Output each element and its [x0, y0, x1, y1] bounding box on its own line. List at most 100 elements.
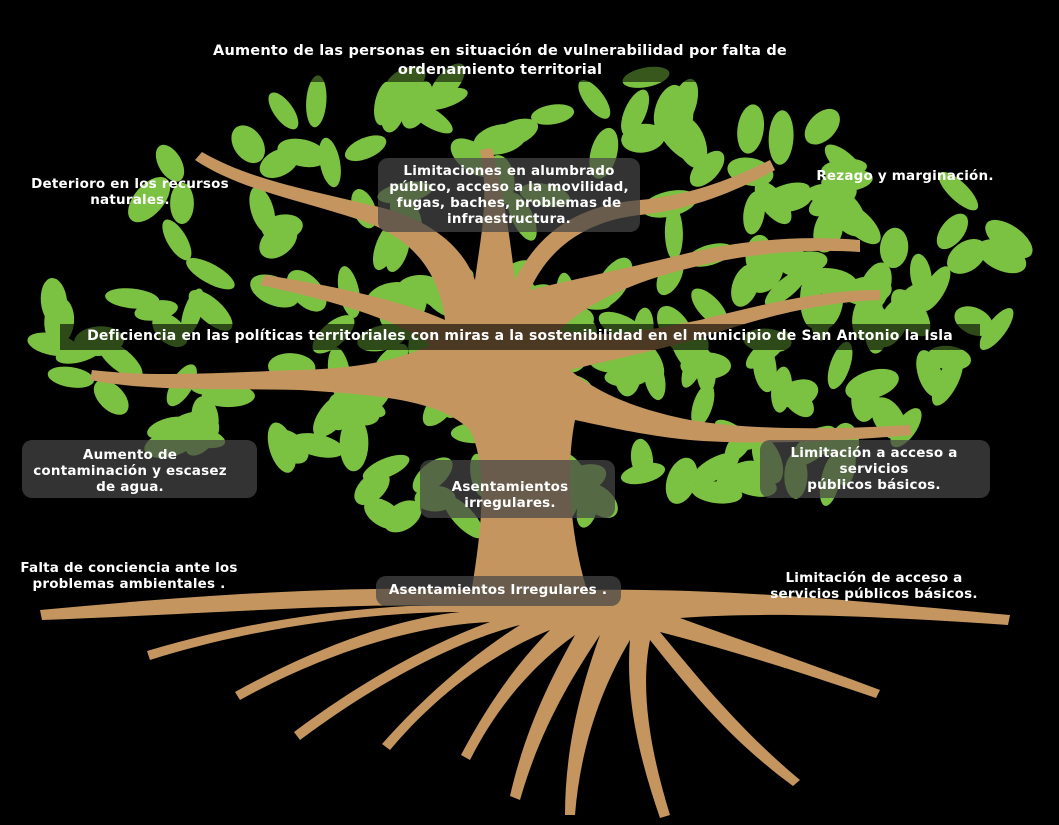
leaf-icon: [804, 108, 840, 145]
leaf-icon: [188, 290, 233, 331]
cause-trunk-right-line3: públicos básicos.: [807, 477, 941, 493]
leaf-icon: [344, 135, 387, 162]
central-problem-label: Deficiencia en las políticas territorial…: [20, 328, 1020, 344]
top-effect-band: [185, 40, 815, 82]
cause-root-left-label: Falta de conciencia ante los problemas a…: [5, 560, 253, 592]
leaf-icon: [128, 176, 171, 223]
leaf-icon: [643, 356, 666, 401]
effect-right-line1: Rezago y marginación.: [816, 168, 994, 184]
cause-trunk-right-label: Limitación a acceso a servicios públicos…: [760, 445, 988, 493]
cause-root-right-line2: servicios públicos básicos.: [770, 586, 978, 602]
leaf-icon: [417, 87, 468, 111]
leaf-icon: [259, 223, 298, 259]
leaf-icon: [339, 415, 369, 472]
leaf-icon: [531, 104, 575, 125]
leaf-icon: [771, 187, 813, 212]
leaf-icon: [170, 182, 194, 225]
cause-trunk-right-line1: Limitación a acceso a: [790, 445, 958, 461]
cause-trunk-left-pill: [22, 440, 257, 498]
leaf-icon: [374, 81, 396, 126]
cause-trunk-center-label: Asentamientos irregulares.: [410, 479, 610, 511]
leaf-icon: [231, 125, 265, 164]
leaf-icon: [259, 148, 299, 178]
leaf-icon: [186, 258, 235, 290]
leaf-icon: [201, 384, 255, 408]
central-problem-band: [60, 324, 980, 350]
leaf-icon: [665, 457, 698, 504]
leaf-icon: [803, 267, 858, 296]
effect-center-pill: [378, 158, 640, 232]
effect-center-line1: Limitaciones en alumbrado: [403, 163, 615, 179]
leaf-icon: [938, 171, 979, 211]
effect-center-label: Limitaciones en alumbrado público, acces…: [375, 163, 643, 227]
leaf-icon: [621, 89, 650, 136]
cause-trunk-left-line3: de agua.: [96, 479, 164, 495]
cause-trunk-left-line1: Aumento de: [82, 447, 178, 463]
cause-trunk-left-line2: contaminación y escasez: [33, 463, 227, 479]
leaf-icon: [985, 219, 1033, 259]
leaf-icon: [824, 144, 867, 184]
top-effect-line2: ordenamiento territorial: [397, 62, 603, 78]
cause-trunk-left-label: Aumento de contaminación y escasez de ag…: [15, 447, 245, 495]
leaf-icon: [743, 191, 766, 235]
effect-left-line1: Deterioro en los recursos: [31, 176, 229, 192]
leaf-icon: [947, 238, 987, 274]
leaf-icon: [47, 366, 95, 388]
leaf-icon: [664, 206, 683, 260]
cause-trunk-center-line1: Asentamientos: [451, 479, 569, 495]
leaf-icon: [778, 379, 819, 408]
leaf-icon: [105, 288, 160, 309]
cause-root-left-line1: Falta de conciencia ante los: [20, 560, 238, 576]
effect-center-line2: público, acceso a la movilidad,: [389, 179, 629, 195]
leaf-icon: [354, 470, 390, 505]
leaf-icon: [621, 123, 665, 153]
leaf-icon: [93, 380, 129, 415]
leaf-icon: [578, 80, 611, 119]
leaf-icon: [936, 213, 969, 250]
leaf-icon: [668, 78, 699, 132]
cause-root-left-line2: problemas ambientales .: [32, 576, 226, 592]
leaf-icon: [879, 227, 909, 269]
leaf-icon: [837, 202, 881, 245]
leaf-icon: [162, 219, 192, 261]
cause-root-right-line1: Limitación de acceso a: [785, 570, 963, 586]
leaf-icon: [764, 269, 807, 307]
top-effect-line1: Aumento de las personas en situación de …: [213, 43, 787, 59]
leaf-icon: [689, 150, 725, 187]
leaf-icon: [620, 462, 666, 485]
leaf-icon: [155, 144, 185, 182]
cause-root-center-pill: [376, 576, 621, 606]
tree-trunk-icon: [40, 148, 1010, 818]
leaf-icon: [691, 383, 715, 428]
effect-right-label: Rezago y marginación.: [790, 168, 1020, 184]
effect-left-line2: naturales.: [90, 192, 170, 208]
leaf-icon: [383, 500, 422, 533]
leaf-icon: [731, 264, 760, 307]
leaf-icon: [979, 308, 1014, 350]
leaf-icon: [768, 110, 794, 165]
leaf-icon: [473, 123, 527, 155]
effect-left-label: Deterioro en los recursos naturales.: [15, 176, 245, 208]
central-problem-text: Deficiencia en las políticas territorial…: [87, 328, 953, 344]
cause-root-center-label: Asentamientos Irregulares .: [378, 582, 618, 598]
leaf-icon: [313, 392, 353, 438]
leaf-icon: [613, 345, 642, 397]
leaf-icon: [851, 372, 880, 422]
cause-trunk-center-pill: [420, 460, 615, 518]
leaf-icon: [919, 266, 951, 312]
leaf-icon: [827, 341, 853, 390]
cause-trunk-right-pill: [760, 440, 990, 498]
leaf-icon: [737, 104, 765, 154]
top-effect-label: Aumento de las personas en situación de …: [150, 42, 850, 80]
cause-trunk-center-line2: irregulares.: [464, 495, 556, 511]
leaf-icon: [696, 349, 716, 394]
leaf-icon: [268, 92, 299, 130]
leaf-icon: [318, 137, 341, 188]
leaf-icon: [808, 184, 857, 217]
leaf-icon: [306, 75, 327, 128]
cause-root-center-line1: Asentamientos Irregulares .: [388, 582, 608, 598]
leaf-icon: [931, 355, 964, 406]
leaf-icon: [271, 429, 309, 464]
